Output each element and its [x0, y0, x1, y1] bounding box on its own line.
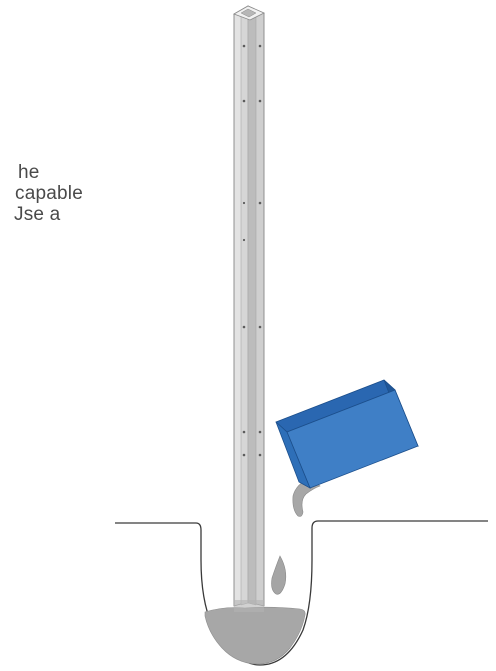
- concrete-stream: [292, 477, 321, 517]
- ground-hole-outline: [115, 520, 488, 666]
- concrete-drop: [271, 555, 287, 595]
- fence-post-icon: [233, 5, 265, 612]
- instruction-line-1: he: [18, 162, 40, 183]
- concrete-pool: [204, 606, 306, 665]
- instruction-line-3: Jse a: [14, 204, 61, 225]
- instruction-line-2: capable: [15, 183, 83, 204]
- instruction-text: he capable Jse a: [0, 162, 83, 225]
- concrete-bag-icon: [275, 379, 419, 489]
